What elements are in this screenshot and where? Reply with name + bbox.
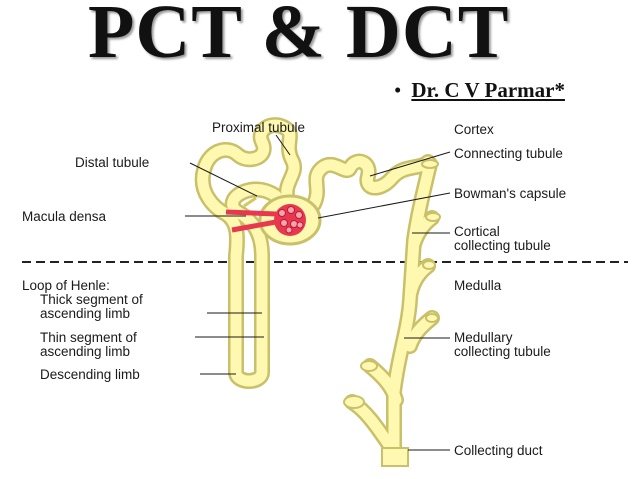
label-medulla: Medulla: [454, 278, 502, 293]
branch-tip: [360, 360, 378, 372]
glomerular-capillaries: [278, 206, 304, 234]
branch-tip: [425, 313, 439, 323]
macula-densa-cells: [243, 196, 257, 208]
label-collecting-duct: Collecting duct: [454, 443, 543, 458]
label-cortical-collecting-1: Cortical: [454, 224, 500, 239]
label-macula-densa: Macula densa: [22, 209, 107, 224]
branch-tip: [422, 260, 436, 270]
nephron-tubules: [194, 117, 441, 467]
branch-tip: [343, 395, 365, 409]
leader-lines: [185, 134, 451, 451]
tubule-fill: [197, 119, 438, 458]
label-thin-segment-2: ascending limb: [40, 344, 130, 359]
label-medullary-collecting-2: collecting tubule: [454, 344, 551, 359]
label-loop-of-henle: Loop of Henle:: [22, 278, 110, 293]
label-cortex: Cortex: [454, 122, 494, 137]
label-connecting-tubule: Connecting tubule: [454, 146, 563, 161]
renal-corpuscle: [225, 194, 322, 246]
author-name: Dr. C V Parmar*: [411, 78, 565, 102]
slide-title: PCT & DCT: [88, 0, 510, 74]
label-bowmans-capsule: Bowman's capsule: [454, 186, 566, 201]
collecting-duct-outlet: [381, 447, 409, 467]
label-proximal-tubule: Proximal tubule: [212, 120, 305, 135]
branch-tip: [421, 159, 439, 169]
label-cortical-collecting-2: collecting tubule: [454, 238, 551, 253]
afferent-arteriole: [225, 209, 277, 217]
label-thick-segment-2: ascending limb: [40, 306, 130, 321]
label-medullary-collecting-1: Medullary: [454, 330, 513, 345]
bullet: •: [394, 78, 402, 102]
author-line: • Dr. C V Parmar*: [394, 78, 565, 103]
efferent-arteriole: [231, 219, 277, 233]
branch-tip: [425, 212, 441, 222]
label-thin-segment-1: Thin segment of: [40, 330, 137, 345]
label-distal-tubule: Distal tubule: [75, 155, 149, 170]
label-descending-limb: Descending limb: [40, 367, 140, 382]
label-thick-segment-1: Thick segment of: [40, 292, 143, 307]
